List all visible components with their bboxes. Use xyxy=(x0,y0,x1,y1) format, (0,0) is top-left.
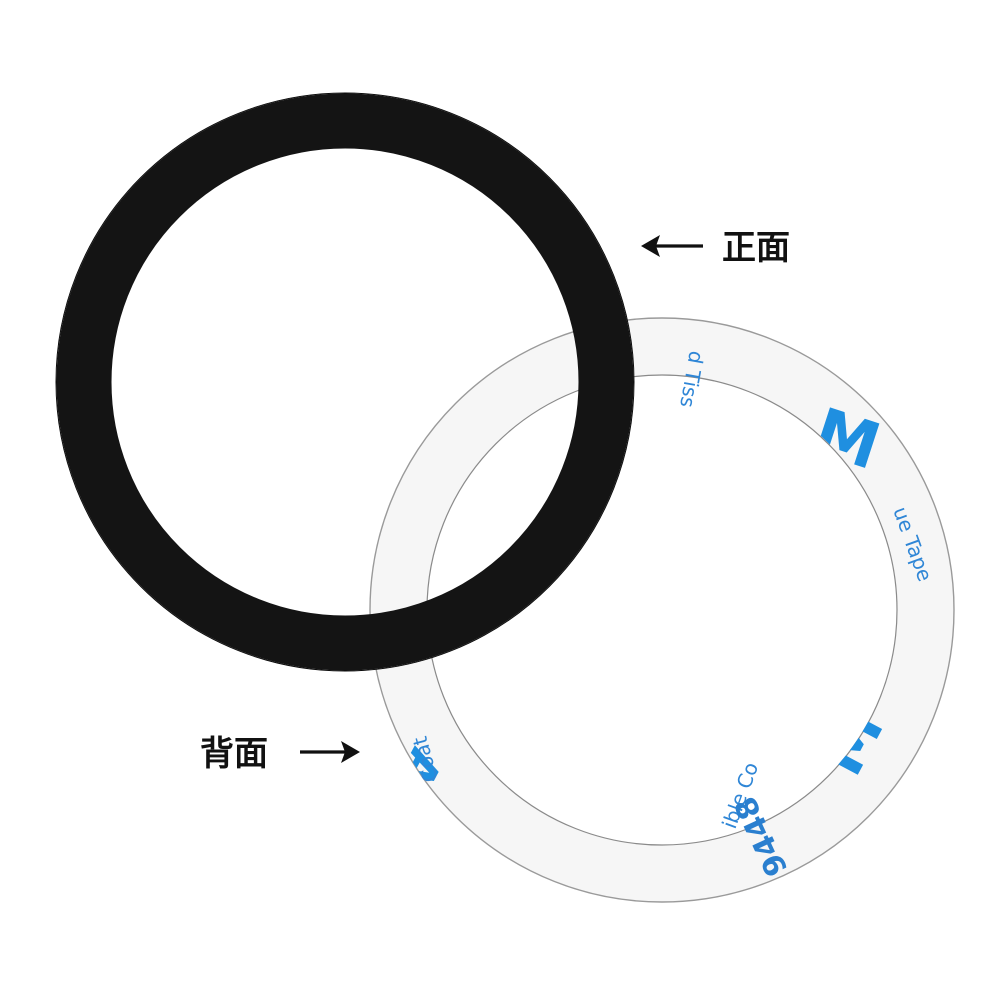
front-callout: 正面 xyxy=(641,228,790,268)
front-label: 正面 xyxy=(722,228,790,268)
back-arrow-head xyxy=(341,741,360,763)
black-front-ring xyxy=(55,92,635,672)
back-callout: 背面 xyxy=(200,734,360,774)
front-arrow-head xyxy=(641,235,660,257)
back-label: 背面 xyxy=(200,734,268,774)
